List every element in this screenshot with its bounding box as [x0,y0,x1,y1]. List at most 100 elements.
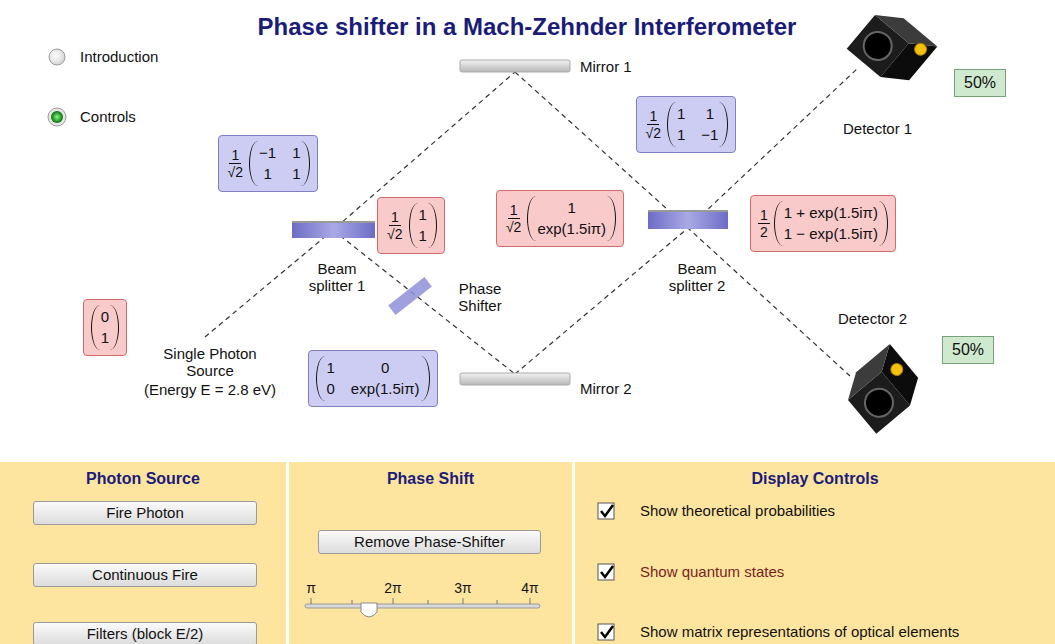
matrix-entry: 1 [537,199,606,217]
bracket: 01 [91,305,119,350]
radio-dot [51,111,63,123]
matrix-entry: 1 [419,206,427,224]
checkbox-label: Show theoretical probabilities [640,502,835,519]
detector [847,3,938,93]
button: Remove Phase-Shifter [318,530,541,554]
mirror [460,373,570,385]
tick-label: 4π [521,580,538,597]
panel-divider [286,462,289,644]
panel-heading: Photon Source [0,470,286,488]
button-label: Remove Phase-Shifter [354,533,505,550]
bracket: 111−1 [667,102,728,147]
numerator: 1 [229,147,241,164]
matrix-entry: −1 [259,144,276,162]
matrix-entry: 1 [292,165,300,183]
button-label: Fire Photon [106,504,184,521]
matrix-box: 1√2111−1 [636,96,737,153]
part-name: Mirror 1 [580,58,632,75]
tick-label: 2π [384,580,401,597]
page-title: Phase shifter in a Mach-Zehnder Interfer… [258,13,797,41]
bracket: 1 exp(1.5iπ) [527,196,616,241]
state-vector: 1√211 [377,197,445,254]
prefactor: 1√2 [644,108,663,141]
radio-button [48,108,66,126]
checkmark [601,505,613,516]
tick-label: 3π [454,580,471,597]
part-name: Detector 2 [838,310,907,327]
matrix-entry: 1 [292,144,300,162]
matrix-entry: 1 + exp(1.5iπ) [784,204,878,222]
numerator: 1 [389,209,401,226]
denominator: 2 [758,224,770,240]
matrix-entry: 1 [701,105,718,123]
control-panel-ground [0,462,1055,644]
control-panel: Photon SourceFire PhotonContinuous FireF… [0,462,286,644]
checkbox [598,564,614,580]
part-name: Phase Shifter [445,280,515,314]
tick-label: π [306,580,316,597]
probability-value: 50% [952,341,984,358]
numerator: 1 [647,108,659,125]
part-name: Beam splitter 2 [657,260,737,294]
control-panel: Display ControlsShow theoretical probabi… [575,462,1055,644]
beam-splitter-edge [648,210,728,212]
probability-box: 50% [942,336,994,364]
state-vector: 01 [83,299,127,356]
button: Continuous Fire [33,563,257,587]
mirror [460,60,570,72]
button-label: Filters (block E/2) [87,625,204,642]
matrix-entry: 0 [326,380,334,398]
numerator: 1 [508,202,520,219]
checkbox-label: Show matrix representations of optical e… [640,623,959,640]
matrix-entry: 1 [677,126,685,144]
prefactor: 1√2 [226,147,245,180]
panel-heading: Display Controls [575,470,1055,488]
button: Fire Photon [33,501,257,525]
phase-shifter [388,277,432,315]
probability-value: 50% [964,74,996,91]
beam-path [205,72,515,337]
prefactor: 1√2 [385,209,404,242]
bracket: 100exp(1.5iπ) [316,356,429,401]
matrix-entry: 0 [351,359,420,377]
checkbox [598,503,614,519]
bracket: −1111 [249,141,310,186]
matrix-entry: 0 [101,308,109,326]
beam-splitter-edge [292,221,375,223]
matrix-box: 1√2−1111 [218,135,319,192]
denominator: √2 [226,164,245,180]
matrix-entry: 1 [326,359,334,377]
detector [838,344,929,434]
checkbox [598,624,614,640]
slider-track [305,604,540,608]
slider-thumb [361,603,377,617]
denominator: √2 [644,125,663,141]
part-note: (Energy E = 2.8 eV) [144,381,276,398]
checkbox-label: Show quantum states [640,563,784,580]
matrix-entry: exp(1.5iπ) [351,380,420,398]
panel-divider [572,462,575,644]
radio-label: Introduction [80,48,158,65]
part-name: Detector 1 [843,120,912,137]
bracket: 1 + exp(1.5iπ) 1 − exp(1.5iπ) [774,201,888,246]
bracket: 11 [409,203,437,248]
panel-heading: Phase Shift [289,470,572,488]
radio-button [49,49,65,65]
denominator: √2 [504,219,523,235]
state-vector: 1√21exp(1.5iπ) [496,190,624,247]
beam-splitter [648,211,728,229]
checkmark [601,626,613,637]
denominator: √2 [385,226,404,242]
matrix-entry: 1 [419,227,427,245]
checkmark [601,566,613,577]
phase-slider [305,598,540,617]
matrix-entry: exp(1.5iπ) [537,220,606,238]
matrix-entry: 1 [259,165,276,183]
checkboxes [598,503,614,640]
matrix-entry: 1 − exp(1.5iπ) [784,225,878,243]
control-panel: Phase ShiftRemove Phase-Shifter [289,462,572,644]
part-name: Single Photon Source [155,345,265,379]
matrix-entry: 1 [677,105,685,123]
beam-paths [205,68,858,376]
state-vector: 121 + exp(1.5iπ)1 − exp(1.5iπ) [750,195,896,252]
